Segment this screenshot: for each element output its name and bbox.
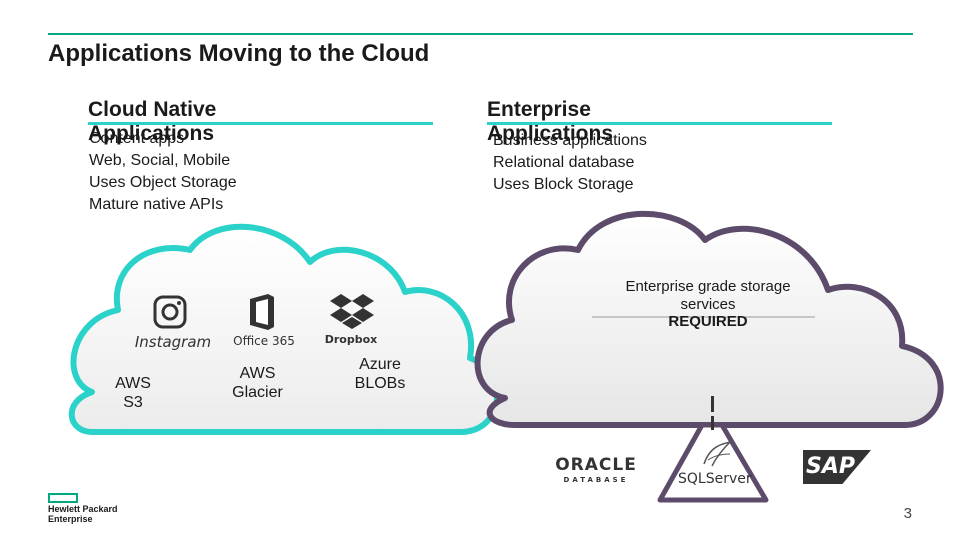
cloud-native-rule (88, 122, 433, 125)
bullet: Relational database (493, 154, 635, 171)
instagram-label: Instagram (134, 333, 212, 351)
office365-label: Office 365 (233, 334, 295, 348)
enterprise-note: Enterprise grade storage services (625, 278, 791, 313)
cloud-native-heading: Cloud Native Applications (88, 98, 217, 145)
enterprise-heading: Enterprise Applications (487, 98, 614, 145)
enterprise-cloud (474, 210, 944, 428)
slide-title: Applications Moving to the Cloud (48, 40, 430, 67)
service-azure-blobs: Azure BLOBs (352, 355, 408, 393)
hpe-logo-icon (48, 493, 78, 503)
road-dash (711, 396, 714, 412)
service-aws-s3-label: AWS S3 (115, 375, 151, 411)
instagram-icon (150, 292, 190, 332)
service-aws-glacier-label: AWS Glacier (232, 365, 283, 401)
sqlserver-icon (700, 440, 734, 468)
enterprise-bullets: Business applications Relational databas… (493, 130, 647, 196)
required-label: REQUIRED (668, 313, 748, 330)
bullet: Content apps (89, 130, 185, 147)
bullet: Web, Social, Mobile (89, 152, 231, 169)
service-azure-blobs-label: Azure BLOBs (354, 356, 406, 392)
title-rule (48, 33, 913, 35)
sap-logo: SAP (806, 454, 855, 479)
bullet: Uses Block Storage (493, 176, 634, 193)
hpe-line1: Hewlett Packard (48, 504, 118, 514)
hpe-line2: Enterprise (48, 514, 93, 524)
office365-icon (244, 292, 280, 332)
cloud-native-bullets: Content apps Web, Social, Mobile Uses Ob… (89, 128, 237, 216)
oracle-database-label: DATABASE (563, 476, 629, 484)
hpe-logo-text: Hewlett Packard Enterprise (48, 504, 118, 524)
bullet: Mature native APIs (89, 196, 224, 213)
bullet: Uses Object Storage (89, 174, 237, 191)
dropbox-label: Dropbox (324, 333, 378, 346)
page-number: 3 (903, 505, 912, 522)
dropbox-icon (330, 292, 374, 330)
service-aws-s3: AWS S3 (104, 374, 162, 412)
cloud-native-cloud (68, 223, 501, 435)
bullet: Business applications (493, 132, 647, 149)
road-dash (711, 416, 714, 430)
sqlserver-logo: SQLServer (678, 471, 752, 487)
service-aws-glacier: AWS Glacier (230, 364, 285, 402)
road (657, 422, 769, 503)
enterprise-rule (487, 122, 832, 125)
oracle-logo: ORACLE (555, 455, 637, 475)
